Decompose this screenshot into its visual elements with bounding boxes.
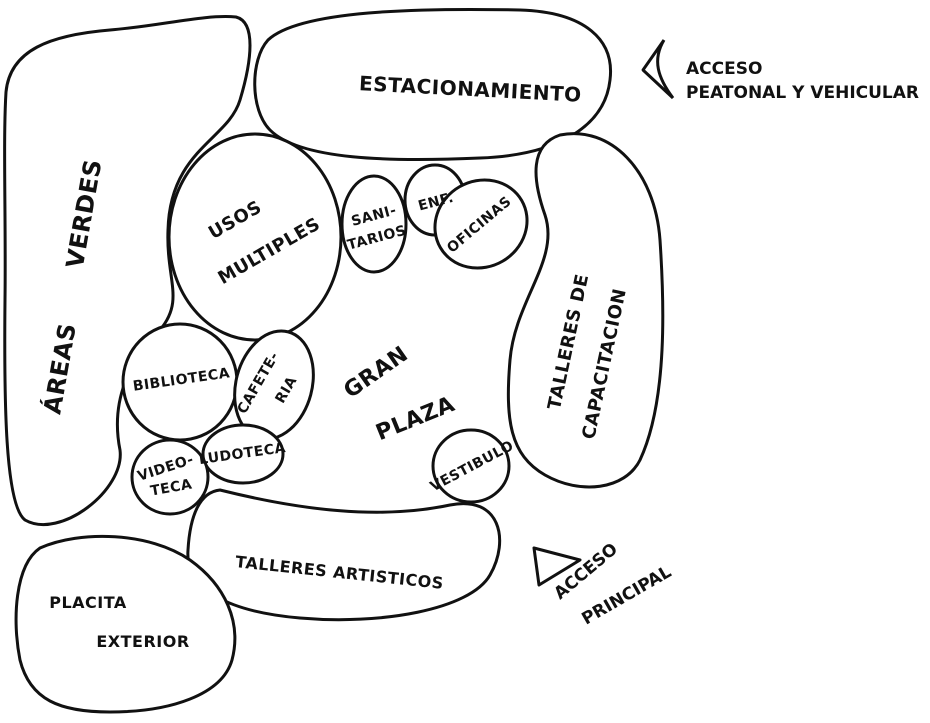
acceso-peatonal-arrow [641,39,675,100]
talleres-capacitacion-bubble [506,132,665,489]
plazita-exterior-label: PLACITA EXTERIOR [49,593,189,651]
acceso-secondary-line2: PEATONAL Y VEHICULAR [686,83,919,103]
estacionamiento-bubble [253,7,613,162]
gran-plaza-label: GRAN PLAZA [339,342,458,446]
acceso-principal-arrow [532,546,582,587]
sanitarios-bubble [340,174,408,274]
areas-verdes-bubble [3,15,252,527]
talleres-artisticos-bubble [186,488,502,622]
gran-label: GRAN [339,342,413,404]
vestibulo-bubble [431,428,511,504]
acceso-secondary-line1: ACCESO [686,59,762,79]
acceso-principal-label: ACCESO PRINCIPAL [550,539,675,629]
videoteca-bubble [130,438,210,516]
plazita-label: PLACITA [49,593,127,612]
ludoteca-bubble [201,423,285,485]
teca-label: TECA [149,477,193,500]
exterior-label: EXTERIOR [96,632,189,651]
oficinas-bubble [433,178,529,270]
usos-multiples-bubble [167,132,343,342]
acceso-peatonal-vehicular-label: ACCESO PEATONAL Y VEHICULAR [686,59,919,103]
plazita-exterior-bubble [14,534,237,714]
